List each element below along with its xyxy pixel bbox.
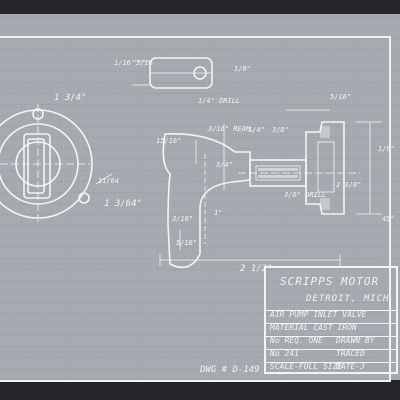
dim-3-16-b: 3/16": [172, 215, 194, 223]
required-quantity: No REQ. ONE: [270, 336, 323, 345]
dim-3-8-drill: 3/8" DRILL: [284, 191, 327, 199]
technical-drawing: [0, 57, 382, 269]
dim-5-16: 5/16": [330, 93, 352, 101]
dim-1-6: 1/6": [378, 145, 395, 153]
dim-1-4: 1/4": [248, 126, 265, 134]
scale-row: SCALE-FULL SIZE DATE-J: [266, 362, 396, 374]
part-name: AIR PUMP INLET VALVE: [270, 310, 367, 319]
dim-3-16-a: 3/16: [136, 59, 153, 67]
dim-45-deg: 45°: [382, 215, 395, 223]
end-view: [0, 104, 113, 224]
date: DATE-J: [336, 362, 365, 371]
dim-3-4: 3/4": [216, 161, 233, 169]
valve-body-side-view: [162, 121, 360, 269]
sheet-border: [0, 36, 391, 382]
fork-top-view: [132, 57, 213, 89]
drawing-sheet: 1 3/4" 11/64 1 3/64" 1/16 3/16 1/8" 1/4"…: [0, 14, 400, 382]
part-number: No 241: [270, 349, 299, 358]
dim-5-16-b: 5/16": [176, 239, 198, 247]
drawn-by: DRAWN BY: [336, 336, 375, 345]
scale: SCALE-FULL SIZE: [270, 362, 343, 371]
company-name: SCRIPPS MOTOR: [280, 275, 380, 288]
company-city: DETROIT, MICH: [306, 294, 390, 304]
part-name-row: AIR PUMP INLET VALVE: [266, 310, 396, 323]
dim-ream: 3/16" REAM.: [208, 125, 255, 133]
dim-3-8: 3/8": [272, 126, 289, 134]
traced-by: TRACED: [336, 349, 365, 358]
required-row: No REQ. ONE DRAWN BY: [266, 336, 396, 349]
number-row: No 241 TRACED: [266, 349, 396, 362]
material-row: MATERIAL CAST IRON: [266, 323, 396, 336]
dim-1-8: 1/8": [234, 65, 251, 73]
dim-2-3-8: 2 3/8": [336, 181, 362, 189]
dim-11-64: 11/64: [98, 177, 120, 185]
material: MATERIAL CAST IRON: [270, 323, 357, 332]
section-hatching: [258, 126, 330, 210]
dim-1: 1": [214, 209, 223, 217]
dim-1-16-a: 1/16: [114, 59, 131, 67]
dimension-lines: [159, 109, 382, 266]
dim-2-1-2: 2 1/2": [240, 264, 273, 274]
drawing-number: DWG # D-149: [200, 365, 260, 375]
dim-drill-top: 1/4" DRILL: [198, 97, 241, 105]
dim-15-16: 15/16": [156, 137, 182, 145]
dim-1-3-64: 1 3/64": [104, 199, 142, 209]
dim-1-3-4: 1 3/4": [54, 93, 87, 103]
title-block: SCRIPPS MOTOR DETROIT, MICH AIR PUMP INL…: [264, 266, 398, 374]
